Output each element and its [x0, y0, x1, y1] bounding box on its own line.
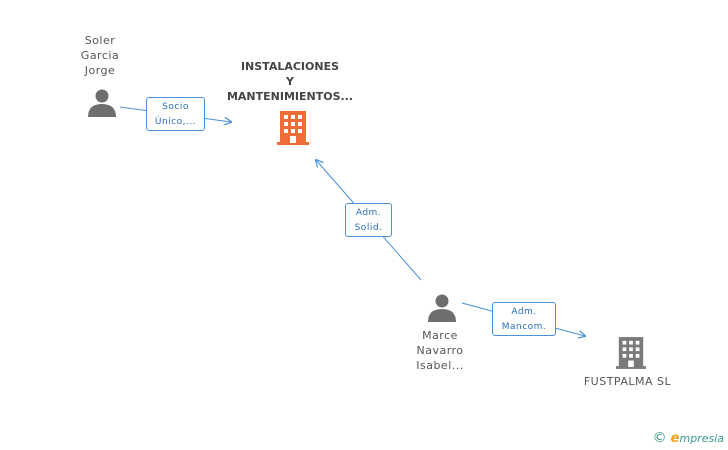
company-name-label: FUSTPALMA SL	[583, 375, 672, 388]
brand-logo-initial: e	[670, 430, 680, 446]
person-name-line: Jorge	[84, 64, 116, 77]
relation-line: Adm.	[511, 307, 537, 317]
building-icon[interactable]	[277, 111, 309, 145]
copyright-icon: ©	[652, 430, 667, 446]
person-node-marce[interactable]: Marce Navarro Isabel...	[405, 328, 475, 373]
brand-footer[interactable]: © e mpresia	[653, 430, 724, 446]
building-icon[interactable]	[616, 336, 646, 370]
relation-badge-socio[interactable]: Socio Único,...	[146, 97, 205, 131]
relation-line: Socio	[162, 102, 189, 112]
person-name-line: Isabel...	[416, 359, 464, 372]
person-name-line: Navarro	[416, 344, 464, 357]
person-icon[interactable]	[87, 88, 117, 118]
relation-line: Solid.	[354, 223, 383, 233]
relation-line: Único,...	[154, 117, 197, 127]
person-name-line: Garcia	[80, 49, 120, 62]
relation-badge-adm-mancom[interactable]: Adm. Mancom.	[492, 302, 556, 336]
brand-logo-text: mpresia	[679, 431, 724, 445]
relation-badge-adm-solid[interactable]: Adm. Solid.	[345, 203, 392, 237]
company-name-line: Y	[286, 75, 294, 88]
company-node-instalaciones[interactable]: INSTALACIONES Y MANTENIMIENTOS...	[215, 59, 365, 104]
relation-line: Adm.	[355, 208, 382, 218]
person-node-soler[interactable]: Soler Garcia Jorge	[70, 33, 130, 78]
relation-line: Mancom.	[501, 322, 547, 332]
company-name-line: MANTENIMIENTOS...	[226, 90, 354, 103]
company-node-fustpalma[interactable]: FUSTPALMA SL	[570, 375, 685, 389]
person-name-line: Soler	[84, 34, 116, 47]
person-icon[interactable]	[427, 293, 457, 323]
company-name-line: INSTALACIONES	[240, 60, 340, 73]
person-name-line: Marce	[422, 329, 458, 342]
